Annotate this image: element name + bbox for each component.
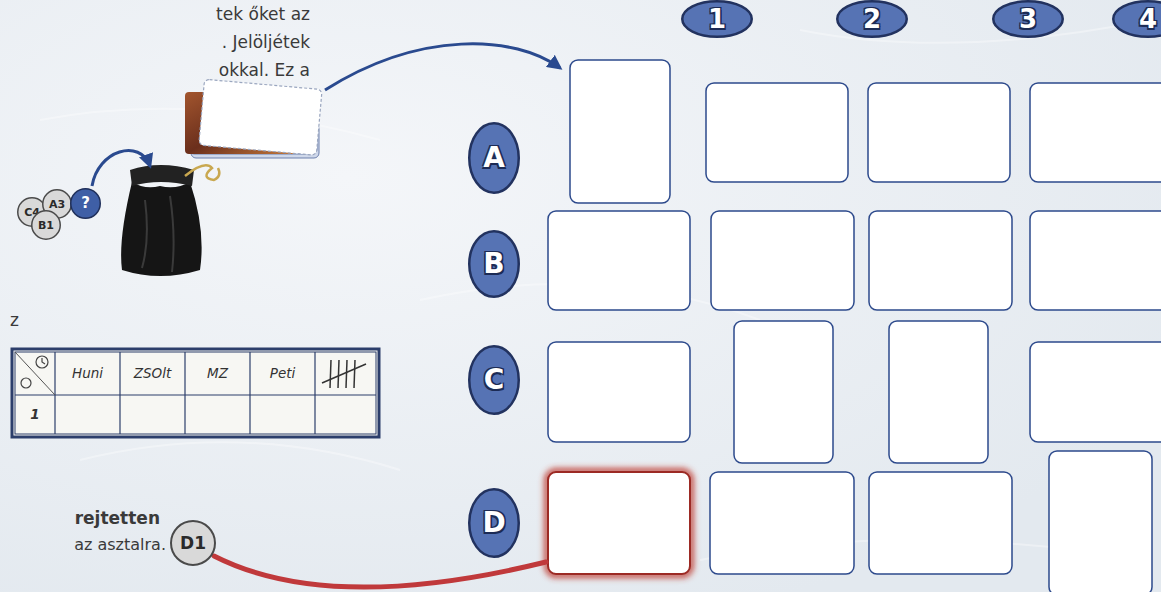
node-shape (1113, 1, 1161, 37)
node-shape (837, 1, 907, 37)
mystery-token: ? (70, 188, 101, 219)
instruction-text: okkal. Ez a (219, 59, 310, 81)
card-grid (548, 60, 1161, 592)
table-cell: Huni (55, 352, 120, 395)
highlight-glow (548, 472, 690, 574)
bag (121, 165, 219, 276)
node-shape (71, 189, 101, 219)
node-shape (469, 489, 519, 557)
row-oval: C (468, 345, 520, 415)
token-label: A3 (49, 199, 65, 210)
node-shape (469, 346, 519, 414)
row-letter: A (483, 144, 505, 172)
node-shape (682, 1, 752, 37)
column-oval: 1 (681, 0, 753, 38)
clock-icon (21, 356, 48, 388)
row-oval: D (468, 488, 520, 558)
tile-token: B1 (31, 210, 61, 240)
table-cell: 1 (15, 395, 55, 434)
node-shape (469, 231, 519, 297)
instruction-text: tek őket az (216, 3, 310, 25)
token-label: B1 (38, 220, 54, 231)
row-oval: A (468, 122, 520, 194)
row-oval: B (468, 230, 520, 298)
table-cell: Peti (250, 352, 315, 395)
bag-arrow (92, 151, 150, 186)
column-number: 1 (708, 6, 726, 32)
tile-token: D1 (170, 520, 216, 566)
column-oval: 2 (836, 0, 908, 38)
instruction-text: az asztalra. (74, 534, 166, 556)
score-table (12, 349, 379, 437)
row-letter: B (483, 250, 504, 278)
column-number: 3 (1019, 6, 1037, 32)
row-letter: C (484, 366, 505, 394)
node-shape (469, 123, 519, 193)
column-number: 2 (863, 6, 881, 32)
node-shape (32, 211, 61, 240)
token-label: ? (81, 196, 90, 211)
column-oval: 3 (992, 0, 1064, 38)
node-shape (993, 1, 1063, 37)
table-cell: ZSOlt (120, 352, 185, 395)
deal-arrow (325, 44, 560, 90)
instruction-text: . Jelöljétek (222, 31, 310, 53)
tally-marks (322, 360, 366, 388)
node-shape (171, 521, 215, 565)
instruction-text: z (10, 309, 19, 331)
row-letter: D (482, 509, 505, 537)
column-number: 4 (1139, 6, 1157, 32)
card-stack (185, 79, 322, 158)
leader-line (214, 556, 546, 587)
token-label: D1 (180, 535, 206, 552)
table-cell: MZ (185, 352, 250, 395)
column-oval: 4 (1112, 0, 1161, 38)
instruction-text: rejtetten (75, 507, 160, 529)
